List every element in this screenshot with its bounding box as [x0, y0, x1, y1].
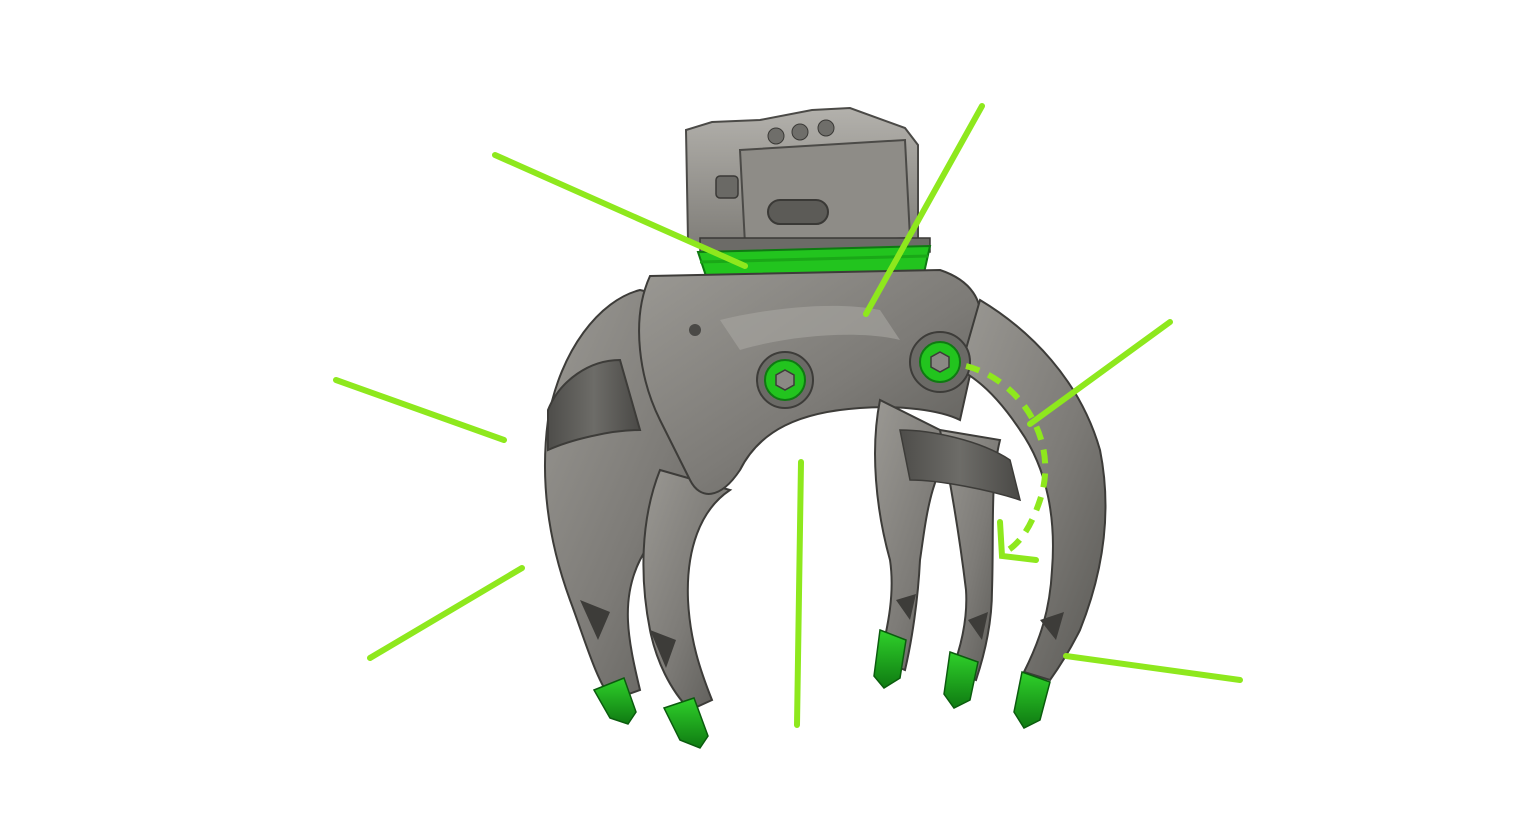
- hex-bolt-icon: [930, 351, 950, 373]
- right-pivot-pin: [909, 331, 971, 393]
- callout-center-opening: [794, 459, 804, 728]
- left-tips: [592, 677, 709, 749]
- callout-left-cylinder: [333, 377, 507, 443]
- callout-lines: [333, 103, 1243, 728]
- mounting-head: [684, 106, 931, 253]
- hex-bolt-icon: [775, 369, 795, 391]
- callout-rotator: [492, 152, 748, 269]
- curved-dashed-arrow-icon: [965, 363, 1049, 563]
- callout-left-tines: [367, 565, 525, 661]
- callout-right-tips: [1063, 653, 1243, 683]
- right-tips: [873, 628, 1051, 729]
- left-pivot-pin: [756, 351, 814, 409]
- callout-frame: [863, 103, 985, 317]
- callout-right-jaw: [1027, 319, 1173, 427]
